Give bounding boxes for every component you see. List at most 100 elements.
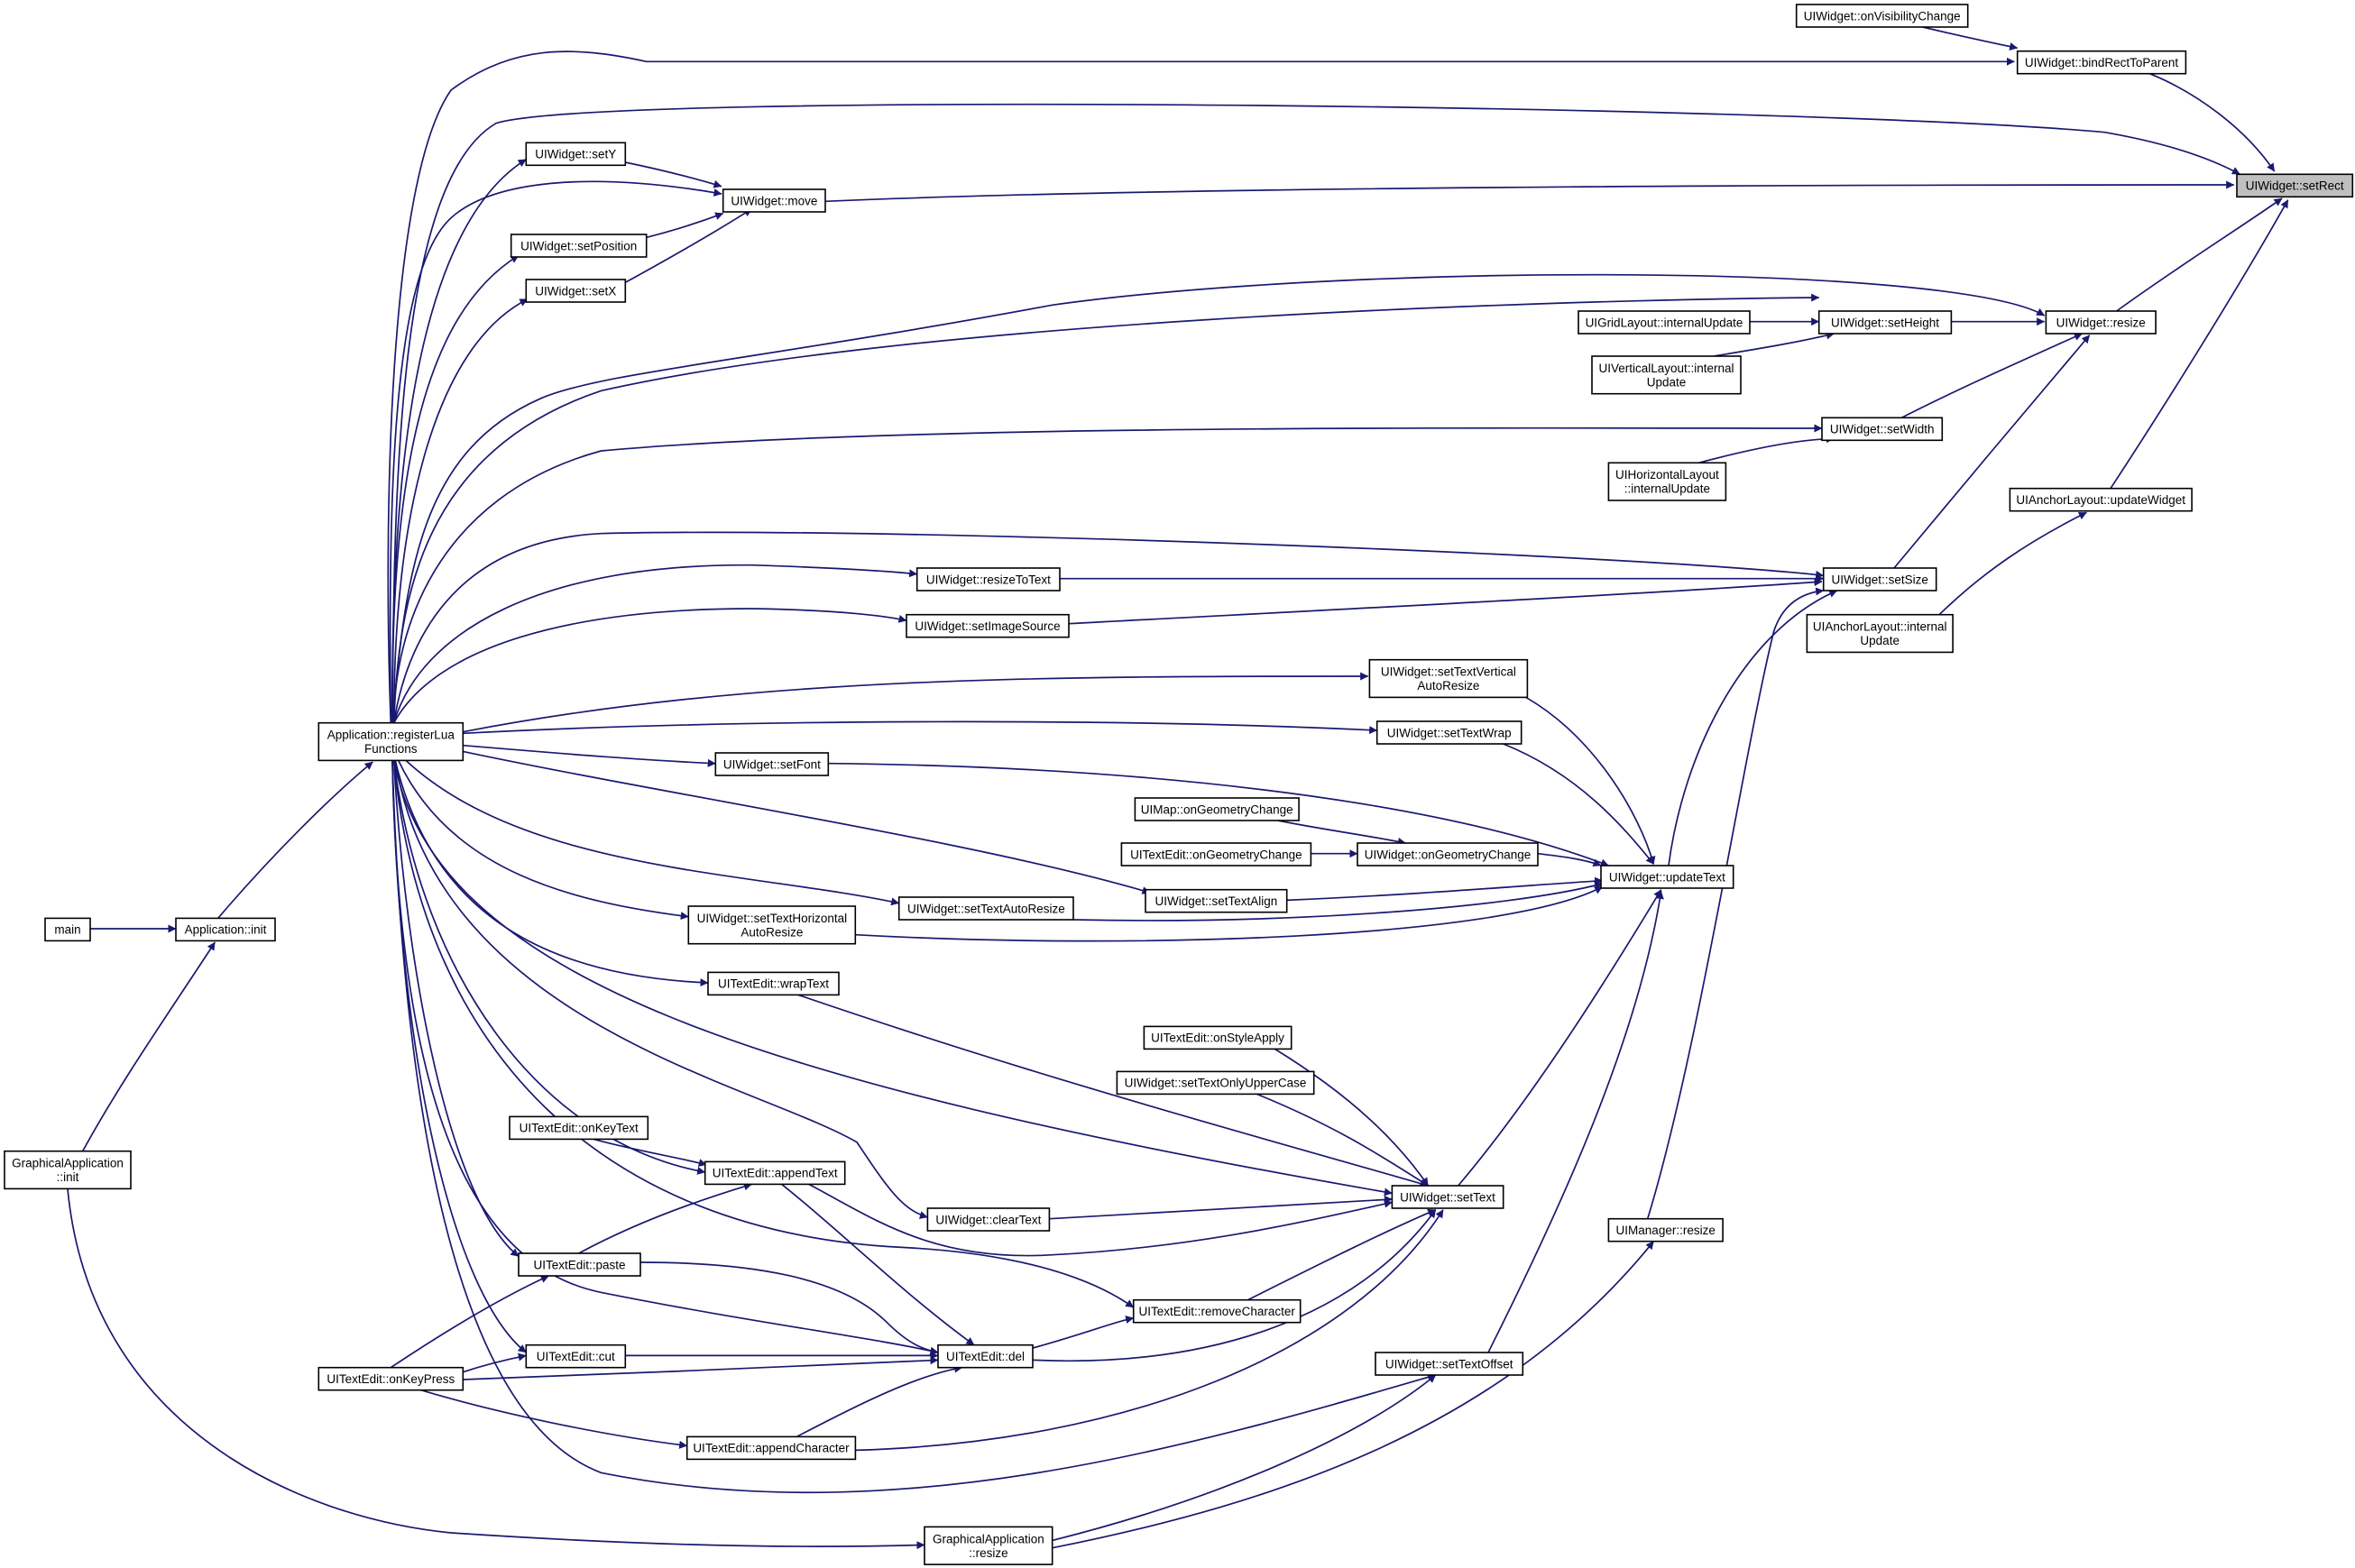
edge-on-style-apply-to-set-text xyxy=(1274,1048,1430,1187)
node-label: UIMap::onGeometryChange xyxy=(1141,802,1293,816)
edge-append-character-to-del xyxy=(796,1364,963,1438)
node-horizontal-internal-update[interactable]: UIHorizontalLayout::internalUpdate xyxy=(1607,462,1727,501)
node-grid-internal-update[interactable]: UIGridLayout::internalUpdate xyxy=(1578,310,1751,335)
node-bind-rect-to-parent[interactable]: UIWidget::bindRectToParent xyxy=(2016,50,2187,75)
edge-register-lua-functions-to-set-text-wrap xyxy=(463,720,1378,735)
node-text-edit-on-geometry-change[interactable]: UITextEdit::onGeometryChange xyxy=(1120,842,1312,867)
node-vertical-internal-update[interactable]: UIVerticalLayout::internalUpdate xyxy=(1591,355,1742,395)
node-set-position[interactable]: UIWidget::setPosition xyxy=(510,234,648,258)
edge-set-font-to-update-text xyxy=(828,762,1609,867)
node-set-rect[interactable]: UIWidget::setRect xyxy=(2236,173,2354,198)
edge-manager-resize-to-set-size xyxy=(1646,587,1825,1219)
node-box xyxy=(2045,310,2157,335)
node-box xyxy=(1116,1070,1315,1096)
edge-register-lua-functions-to-set-image-source xyxy=(392,608,907,724)
node-append-text[interactable]: UITextEdit::appendText xyxy=(704,1160,846,1186)
node-on-visibility-change[interactable]: UIWidget::onVisibilityChange xyxy=(1795,4,1969,28)
node-box xyxy=(1607,462,1727,501)
node-graphical-init[interactable]: GraphicalApplication::init xyxy=(4,1150,132,1190)
node-box xyxy=(1578,310,1751,335)
node-on-key-text[interactable]: UITextEdit::onKeyText xyxy=(509,1115,649,1141)
node-set-font[interactable]: UIWidget::setFont xyxy=(714,752,830,776)
edge-del-to-remove-character xyxy=(1032,1316,1135,1349)
node-label: UIWidget::setImageSource xyxy=(915,619,1060,633)
node-wrap-text[interactable]: UITextEdit::wrapText xyxy=(707,971,840,996)
node-box xyxy=(937,1343,1034,1369)
node-label: Update xyxy=(1860,634,1900,647)
node-set-text[interactable]: UIWidget::setText xyxy=(1391,1185,1504,1209)
edge-update-text-to-set-size xyxy=(1668,590,1838,867)
node-map-on-geometry-change[interactable]: UIMap::onGeometryChange xyxy=(1134,797,1300,821)
node-box xyxy=(317,1366,465,1391)
node-remove-character[interactable]: UITextEdit::removeCharacter xyxy=(1132,1298,1302,1324)
node-label: UIAnchorLayout::updateWidget xyxy=(2016,493,2185,507)
node-set-size[interactable]: UIWidget::setSize xyxy=(1822,567,1937,591)
node-graphical-resize[interactable]: GraphicalApplication::resize xyxy=(924,1526,1053,1565)
node-box xyxy=(707,971,840,996)
edge-set-size-to-resize xyxy=(1893,335,2091,569)
edge-register-lua-functions-to-set-height xyxy=(392,293,1820,723)
edge-register-lua-functions-to-remove-character xyxy=(392,760,1135,1308)
node-on-key-press[interactable]: UITextEdit::onKeyPress xyxy=(317,1366,465,1391)
node-set-height[interactable]: UIWidget::setHeight xyxy=(1817,310,1953,335)
node-set-y[interactable]: UIWidget::setY xyxy=(525,142,627,167)
node-set-text-align[interactable]: UIWidget::setTextAlign xyxy=(1145,888,1288,913)
node-label: UIWidget::setPosition xyxy=(520,239,637,252)
node-paste[interactable]: UITextEdit::paste xyxy=(518,1252,641,1277)
edge-paste-to-del xyxy=(639,1261,939,1355)
node-box xyxy=(509,1115,649,1141)
node-label: UIWidget::resizeToText xyxy=(926,573,1051,586)
node-move[interactable]: UIWidget::move xyxy=(722,188,826,213)
node-clear-text[interactable]: UIWidget::clearText xyxy=(926,1207,1051,1232)
node-set-text-only-upper-case[interactable]: UIWidget::setTextOnlyUpperCase xyxy=(1116,1070,1315,1096)
node-label: UIWidget::setX xyxy=(535,284,616,298)
node-label: UIWidget::resize xyxy=(2056,316,2146,329)
node-label: ::resize xyxy=(969,1546,1008,1560)
node-label: UITextEdit::appendText xyxy=(713,1167,838,1180)
node-set-text-wrap[interactable]: UIWidget::setTextWrap xyxy=(1375,720,1522,745)
edge-register-lua-functions-to-set-size xyxy=(392,531,1825,723)
call-edges xyxy=(67,26,2289,1550)
node-cut[interactable]: UITextEdit::cut xyxy=(525,1343,627,1369)
node-label: UIManager::resize xyxy=(1616,1224,1716,1237)
edge-register-lua-functions-to-set-text-align xyxy=(463,750,1151,894)
node-del[interactable]: UITextEdit::del xyxy=(937,1343,1034,1369)
edge-register-lua-functions-to-set-text-vertical-auto-resize xyxy=(463,672,1369,733)
node-widget-on-geometry-change[interactable]: UIWidget::onGeometryChange xyxy=(1357,842,1539,867)
node-label: UIWidget::setY xyxy=(535,148,616,161)
edge-graphical-resize-to-set-text-offset xyxy=(1052,1374,1437,1542)
edge-paste-to-append-text xyxy=(578,1182,752,1254)
node-label: main xyxy=(54,923,80,937)
node-label: UIAnchorLayout::internal xyxy=(1813,620,1947,634)
edge-register-lua-functions-to-cut xyxy=(391,760,527,1353)
edge-map-on-geometry-change-to-widget-on-geometry-change xyxy=(1277,820,1406,846)
node-manager-resize[interactable]: UIManager::resize xyxy=(1607,1217,1724,1242)
edge-remove-character-to-set-text xyxy=(1247,1208,1437,1301)
node-append-character[interactable]: UITextEdit::appendCharacter xyxy=(685,1435,857,1461)
node-label: UIWidget::updateText xyxy=(1609,870,1725,884)
node-application-init[interactable]: Application::init xyxy=(175,917,276,942)
node-set-width[interactable]: UIWidget::setWidth xyxy=(1821,417,1944,442)
node-anchor-internal-update[interactable]: UIAnchorLayout::internalUpdate xyxy=(1806,613,1954,654)
node-box xyxy=(687,905,857,945)
node-on-style-apply[interactable]: UITextEdit::onStyleApply xyxy=(1143,1025,1292,1050)
edge-move-to-set-rect xyxy=(824,180,2235,203)
node-update-widget[interactable]: UIAnchorLayout::updateWidget xyxy=(2009,487,2193,512)
edge-register-lua-functions-to-append-text xyxy=(392,760,706,1175)
node-update-text[interactable]: UIWidget::updateText xyxy=(1600,865,1734,889)
node-resize[interactable]: UIWidget::resize xyxy=(2045,310,2157,335)
node-box xyxy=(2236,173,2354,198)
node-set-text-offset[interactable]: UIWidget::setTextOffset xyxy=(1375,1352,1524,1376)
node-main[interactable]: main xyxy=(44,917,91,942)
node-set-image-source[interactable]: UIWidget::setImageSource xyxy=(906,613,1070,638)
node-box xyxy=(1134,797,1300,821)
node-box xyxy=(1795,4,1969,28)
node-set-text-auto-resize[interactable]: UIWidget::setTextAutoResize xyxy=(897,896,1074,921)
edge-register-lua-functions-to-clear-text xyxy=(394,760,928,1219)
node-set-x[interactable]: UIWidget::setX xyxy=(525,279,627,303)
node-label: ::internalUpdate xyxy=(1624,482,1710,496)
node-resize-to-text[interactable]: UIWidget::resizeToText xyxy=(915,567,1061,591)
